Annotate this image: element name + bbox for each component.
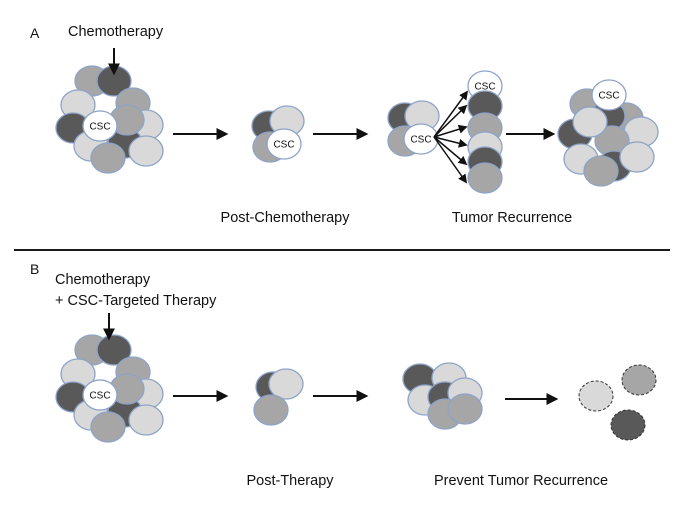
csc-label: CSC <box>89 391 110 402</box>
csc-label: CSC <box>89 122 110 133</box>
remnant-cell-6 <box>447 393 483 425</box>
arrow-csc-division-3 <box>433 136 468 148</box>
tumor-a-cell-9 <box>90 142 126 174</box>
csc-label: CSC <box>273 140 294 151</box>
dying-cell-light <box>578 380 614 412</box>
prevent-tumor-recurrence-label: Prevent Tumor Recurrence <box>433 473 609 489</box>
arrow-csc-division-4 <box>433 136 468 166</box>
arrow-csc-division-2 <box>433 124 468 138</box>
dying-cell-dark <box>610 409 646 441</box>
csc-label: CSC <box>410 135 431 146</box>
panel-a-treatment-label: Chemotherapy <box>68 24 164 40</box>
tumor-b-cell-8 <box>128 404 164 436</box>
rec-csc-cell <box>403 123 439 155</box>
recurrent-tumor-csc <box>591 79 627 111</box>
tumor-b-cell-9 <box>90 411 126 443</box>
post-a-csc-cell <box>266 128 302 160</box>
recurrent-tumor-cell-8 <box>619 141 655 173</box>
csc-label: CSC <box>474 82 495 93</box>
panel-a-letter: A <box>30 25 40 41</box>
panel-b-letter: B <box>30 261 40 277</box>
panel-b-treatment-line2: + CSC-Targeted Therapy <box>55 293 217 309</box>
csc-label: CSC <box>598 91 619 102</box>
panel-divider <box>14 249 670 251</box>
post-b-cell-mid <box>253 394 289 426</box>
tumor-recurrence-label: Tumor Recurrence <box>451 210 573 226</box>
tumor-b-csc-cell <box>82 379 118 411</box>
arrow-csc-division-5 <box>433 136 468 184</box>
tumor-a-csc-cell <box>82 110 118 142</box>
post-b-cell-light <box>268 368 304 400</box>
post-therapy-label: Post-Therapy <box>246 473 334 489</box>
recurrent-tumor-cell-10 <box>572 106 608 138</box>
panel-b-treatment-line1: Chemotherapy <box>55 272 151 288</box>
post-chemotherapy-label: Post-Chemotherapy <box>220 210 350 226</box>
recurrent-tumor-cell-9 <box>583 155 619 187</box>
arrow-csc-division-1 <box>433 104 468 138</box>
tumor-a-cell-8 <box>128 135 164 167</box>
arrow-csc-division-0 <box>433 90 469 138</box>
dying-cell-mid <box>621 364 657 396</box>
rec-new-5 <box>467 162 503 194</box>
